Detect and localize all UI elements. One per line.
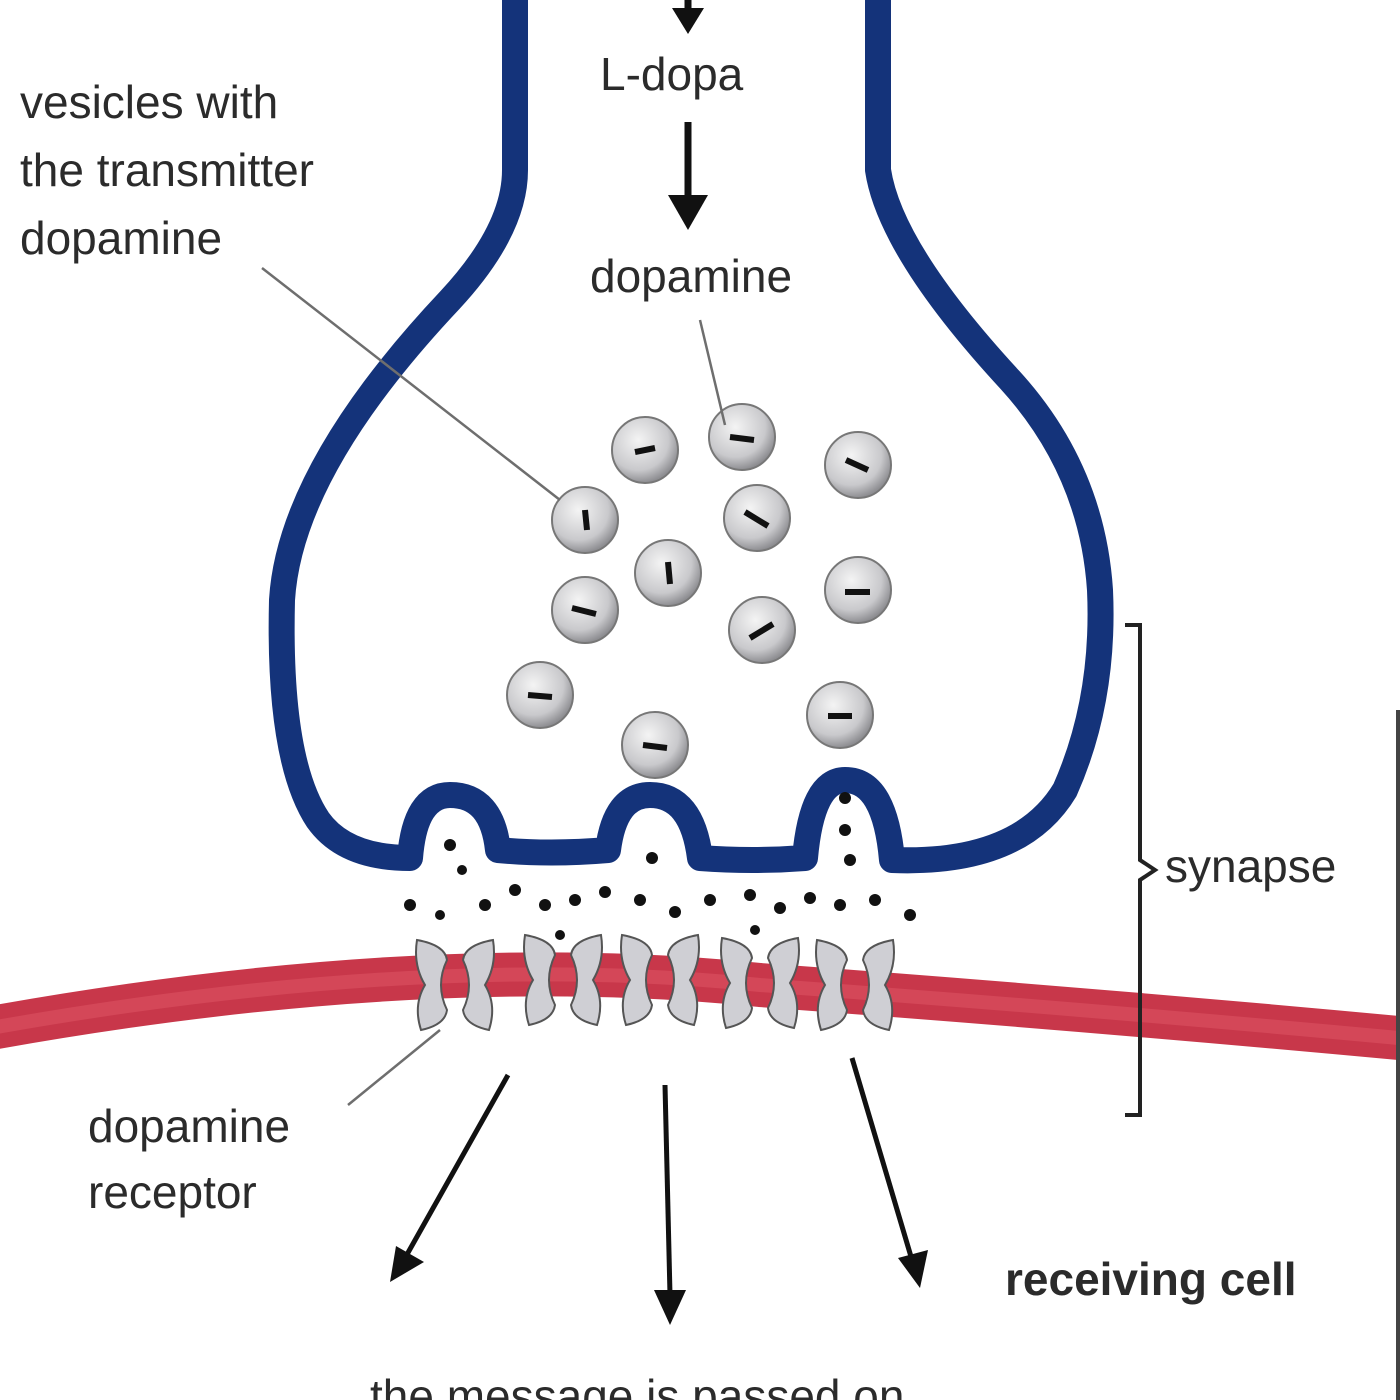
dopamine-receptors — [415, 933, 895, 1032]
presynaptic-terminal — [268, 0, 1114, 874]
vesicles-label-line3: dopamine — [20, 212, 222, 264]
vesicle — [551, 486, 619, 554]
dopamine-receptor — [620, 933, 700, 1027]
dopamine-receptor — [523, 933, 603, 1027]
message-label: the message is passed on — [370, 1370, 904, 1400]
dopamine-receptor — [815, 938, 895, 1032]
vesicle — [806, 681, 874, 749]
vesicle — [824, 556, 892, 624]
vesicle-pointer — [261, 267, 561, 501]
vesicle — [506, 661, 574, 729]
vesicle — [723, 484, 791, 552]
vesicle — [634, 539, 702, 607]
receptor-pointer — [347, 1029, 441, 1106]
dopamine-receptor — [720, 936, 800, 1030]
vesicles-label-line2: the transmitter — [20, 144, 314, 196]
vesicles — [506, 403, 892, 779]
dopamine-pointer — [698, 319, 727, 426]
vesicles-label-line1: vesicles with — [20, 76, 278, 128]
pointer-lines — [261, 267, 727, 1106]
vesicle — [621, 711, 689, 779]
vesicle — [551, 576, 619, 644]
vesicle — [611, 416, 679, 484]
synapse-label: synapse — [1165, 840, 1336, 892]
vesicle — [728, 596, 796, 664]
message-arrows — [390, 1057, 928, 1325]
released-dopamine — [404, 792, 916, 940]
receptor-label-line1: dopamine — [88, 1100, 290, 1152]
dopamine-label: dopamine — [590, 250, 792, 302]
receptor-label-line2: receptor — [88, 1166, 257, 1218]
synapse-bracket — [1125, 623, 1159, 1117]
dopamine-receptor — [415, 938, 495, 1032]
postsynaptic-membrane — [0, 952, 1400, 1061]
vesicle — [708, 403, 776, 471]
receiving-cell-label: receiving cell — [1005, 1253, 1297, 1305]
vesicle — [824, 431, 892, 499]
ldopa-label: L-dopa — [600, 48, 744, 100]
synthesis-arrows — [668, 0, 708, 230]
